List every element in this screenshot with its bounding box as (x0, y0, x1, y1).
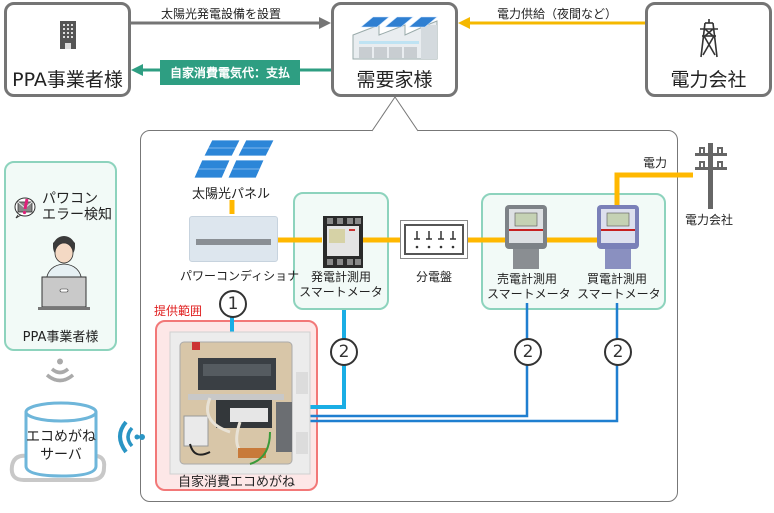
connection-marker-2-sell: 2 (514, 338, 542, 366)
connection-marker-1: 1 (219, 290, 247, 318)
callout-pointer (371, 96, 419, 132)
supply-arrow-label: 電力供給（夜間など） (497, 7, 618, 21)
distribution-board-icon (400, 220, 468, 259)
power-lines (229, 172, 693, 243)
power-conditioner-icon (189, 216, 278, 262)
ppa-provider-box: PPA事業者様 (4, 2, 131, 97)
ppa-operator-label: PPA事業者様 (22, 330, 99, 345)
gen-meter-label: 発電計測用 スマートメータ (293, 270, 389, 300)
ppa-operator-panel: パワコン エラー検知 PPA事業者様 (4, 161, 117, 351)
operator-with-laptop-icon (38, 236, 90, 310)
alert-label-line1: パワコン (42, 191, 98, 207)
sell-meter-label-line1: 売電計測用 (496, 272, 557, 286)
ppa-provider-label: PPA事業者様 (12, 69, 123, 91)
sell-meter-label-line2: スマートメータ (487, 287, 571, 301)
solar-panel-icon (193, 139, 275, 179)
utility-pole-icon (695, 143, 727, 209)
utility-pole-label: 電力会社 (685, 213, 734, 227)
wireless-signal-icon (118, 420, 140, 454)
install-arrow-label: 太陽光発電設備を設置 (161, 7, 282, 21)
utility-company-box: 電力会社 (645, 2, 772, 97)
sell-smart-meter-icon (505, 205, 547, 269)
buy-meter-label-line1: 買電計測用 (586, 272, 647, 286)
wireless-endpoint-dot (139, 434, 145, 440)
gen-meter-label-line2: スマートメータ (299, 285, 383, 299)
buy-meter-label: 買電計測用 スマートメータ (577, 272, 661, 302)
gen-smart-meter-icon (323, 216, 363, 268)
utility-company-label: 電力会社 (670, 69, 747, 91)
wireless-signal-icon (45, 358, 75, 383)
alert-label: パワコン エラー検知 (42, 191, 112, 223)
sell-meter-label: 売電計測用 スマートメータ (487, 272, 571, 302)
buy-meter-label-line2: スマートメータ (577, 287, 661, 301)
alert-label-line2: エラー検知 (42, 207, 112, 223)
eco-megane-device-label: 自家消費エコめがね (177, 475, 295, 490)
eco-megane-device-icon (169, 331, 311, 475)
server-label: エコめがね サーバ (22, 428, 100, 464)
customer-label: 需要家様 (356, 69, 433, 91)
signal-line-buy (276, 303, 619, 423)
solar-panel-label: 太陽光パネル (192, 187, 271, 202)
server-label-line2: サーバ (40, 447, 82, 463)
mail-alert-icon (14, 197, 36, 219)
power-tower-icon (700, 19, 718, 58)
server-label-line1: エコめがね (26, 429, 96, 445)
distribution-board-label: 分電盤 (416, 270, 453, 284)
signal-line-sell (276, 303, 529, 418)
power-label: 電力 (643, 156, 668, 170)
gen-meter-label-line1: 発電計測用 (310, 270, 371, 284)
connection-marker-2-gen: 2 (330, 338, 358, 366)
power-conditioner-label: パワーコンディショナ (180, 269, 300, 283)
customer-box: 需要家様 (331, 2, 458, 97)
office-building-icon (60, 21, 76, 49)
service-scope-label: 提供範囲 (154, 304, 203, 318)
payment-arrow-label: 自家消費電気代：支払 (160, 60, 301, 85)
eco-megane-server-icon (9, 401, 107, 482)
buy-smart-meter-icon (597, 205, 639, 269)
factory-with-solar-icon (352, 16, 438, 60)
connection-marker-2-buy: 2 (604, 338, 632, 366)
